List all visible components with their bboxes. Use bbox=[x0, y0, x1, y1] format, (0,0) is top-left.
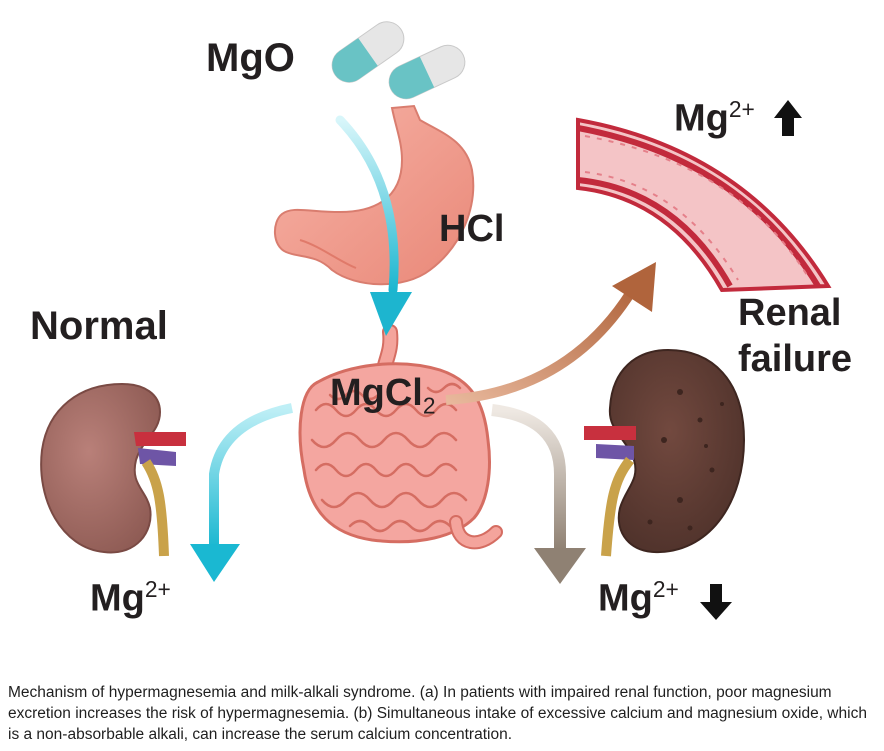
blood-vessel-icon bbox=[576, 117, 832, 293]
kidney-icon bbox=[40, 382, 186, 557]
mg-symbol: Mg bbox=[674, 97, 729, 140]
mgcl2-subscript: 2 bbox=[422, 392, 436, 419]
reduced-excretion-arrow-icon bbox=[491, 404, 586, 584]
hcl-label: HCl bbox=[439, 208, 505, 250]
intestine-icon bbox=[298, 324, 503, 550]
mgcl2-label: MgCl2 bbox=[330, 372, 436, 420]
mg-symbol: Mg bbox=[598, 577, 653, 620]
renal-failure-label: Renal failure bbox=[738, 290, 852, 382]
mg-increase-label: Mg2+ bbox=[674, 96, 755, 141]
down-arrow-icon bbox=[700, 584, 732, 620]
absorption-arrow-icon bbox=[445, 262, 656, 405]
mg-normal-excretion-label: Mg2+ bbox=[90, 576, 171, 621]
diagram-figure: MgO HCl Normal Renal failure MgCl2 Mg2+ … bbox=[30, 21, 852, 621]
ingestion-arrow-icon bbox=[335, 115, 412, 336]
diseased-kidney-icon bbox=[584, 348, 746, 557]
normal-label: Normal bbox=[30, 304, 168, 348]
capsule-icon bbox=[331, 21, 466, 100]
diagram-canvas bbox=[40, 21, 832, 620]
renal-failure-line2: failure bbox=[738, 338, 853, 380]
normal-excretion-arrow-icon bbox=[190, 403, 294, 582]
renal-failure-line1: Renal bbox=[738, 292, 842, 334]
mg-charge: 2+ bbox=[728, 96, 755, 122]
mg-charge: 2+ bbox=[144, 576, 171, 602]
mg-decrease-label: Mg2+ bbox=[598, 576, 679, 621]
figure-caption: Mechanism of hypermagnesemia and milk-al… bbox=[8, 683, 867, 743]
up-arrow-icon bbox=[774, 100, 802, 136]
mg-symbol: Mg bbox=[90, 577, 145, 620]
mgo-label: MgO bbox=[206, 36, 295, 80]
stomach-icon bbox=[274, 104, 475, 286]
mg-charge: 2+ bbox=[652, 576, 679, 602]
mgcl2-base: MgCl bbox=[330, 372, 423, 414]
